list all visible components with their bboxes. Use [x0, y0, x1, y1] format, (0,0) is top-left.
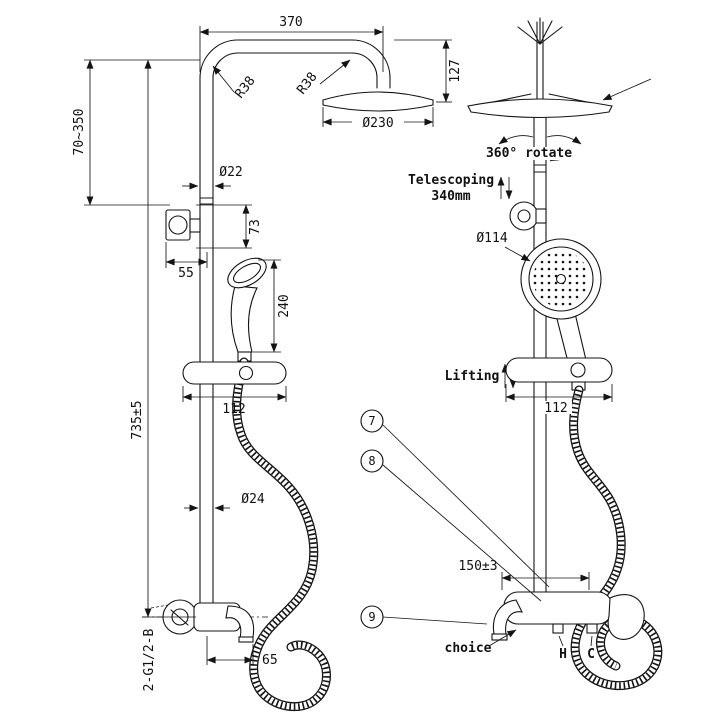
rotate-label: 360° rotate [486, 146, 572, 161]
radius-callout-right: R38 [294, 59, 351, 98]
left-view: 370 127 R38 R38 Ø230 70~350 [72, 15, 463, 707]
riser-pipe-right [517, 17, 563, 593]
lifting-label: Lifting [445, 369, 500, 384]
slider-bracket-right [505, 357, 613, 391]
dim-370-label: 370 [279, 15, 302, 30]
callout-9: 9 [360, 605, 488, 629]
dim-lower-pipe-diameter: Ø24 [184, 492, 265, 512]
callout-9-label: 9 [368, 610, 375, 624]
lower-pipe-diameter-label: Ø24 [241, 492, 265, 507]
overhead-shower-head [322, 91, 434, 112]
riser-pipe [199, 39, 391, 604]
handshower-diameter-label: Ø114 [476, 231, 507, 246]
hot-label: H [559, 647, 567, 662]
rotate-annotation: 360° rotate [483, 135, 582, 162]
dim-slider-width-right: 112 [505, 384, 613, 416]
radius-left-label: R38 [232, 74, 258, 102]
dim-handshower-length: 240 [253, 259, 292, 353]
dim-inlet-spacing: 150±3 [458, 559, 590, 590]
total-height-label: 735±5 [130, 400, 145, 439]
head-diameter-label: Ø230 [362, 116, 393, 131]
wall-bracket [165, 209, 201, 241]
telescoping-label: Telescoping [408, 173, 494, 188]
dim-adjust-range: 70~350 [72, 59, 200, 206]
shower-hose [237, 362, 327, 707]
hand-shower [227, 257, 267, 362]
callout-8: 8 [360, 449, 542, 602]
inlet-spacing-label: 150±3 [458, 559, 497, 574]
thread-spec-label: 2-G1/2-B [142, 629, 157, 692]
callout-8-label: 8 [368, 454, 375, 468]
callout-7-label: 7 [368, 414, 375, 428]
mixer-faucet-right [491, 591, 645, 641]
right-view: 360° rotate Telescoping 340mm [360, 17, 658, 686]
dim-127-label: 127 [448, 59, 463, 82]
slider-bracket [182, 361, 287, 385]
wall-bracket-right [509, 201, 547, 231]
overhead-shower-disc [467, 78, 652, 119]
hand-shower-right [520, 238, 602, 363]
bracket-height-label: 73 [248, 219, 263, 235]
dim-pipe-diameter: Ø22 [182, 165, 243, 190]
dim-127: 127 [394, 39, 463, 103]
radius-callout-left: R38 [212, 65, 259, 102]
radius-right-label: R38 [294, 70, 320, 98]
dim-spout-reach: 65 [206, 636, 278, 668]
handshower-length-label: 240 [277, 294, 292, 317]
thread-spec-callout: 2-G1/2-B [142, 604, 169, 692]
up-down-arrows-icon [497, 176, 513, 200]
adjust-range-label: 70~350 [72, 109, 87, 156]
callout-7: 7 [360, 409, 550, 588]
dim-bracket-height: 73 [196, 204, 263, 249]
dim-slider-width-left: 112 [182, 386, 287, 417]
telescoping-value: 340mm [431, 189, 470, 204]
dim-handshower-diameter: Ø114 [476, 231, 531, 262]
cold-label: C [587, 647, 595, 662]
hot-cold-labels: H C [558, 635, 595, 662]
dim-total-height: 735±5 [130, 59, 196, 618]
pipe-diameter-label: Ø22 [219, 165, 242, 180]
slider-width-right-label: 112 [544, 401, 567, 416]
shower-hose-right [574, 390, 658, 686]
dim-head-diameter: Ø230 [322, 107, 434, 131]
telescoping-annotation: Telescoping 340mm [408, 173, 513, 204]
choice-annotation: choice [445, 629, 517, 656]
dim-370: 370 [199, 15, 384, 72]
slider-width-left-label: 112 [222, 402, 245, 417]
dim-wall-offset: 55 [165, 242, 208, 281]
wall-offset-label: 55 [178, 266, 194, 281]
lifting-annotation: Lifting [445, 363, 517, 389]
choice-label: choice [445, 641, 492, 656]
spout-reach-label: 65 [262, 653, 278, 668]
sprinkler-finial [517, 17, 563, 45]
